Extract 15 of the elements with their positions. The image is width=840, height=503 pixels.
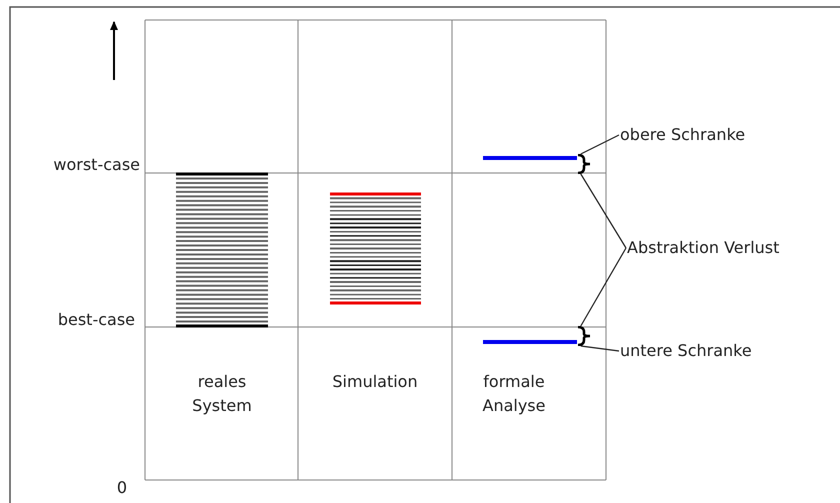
column-label: reales System — [191, 371, 253, 417]
leader-line — [580, 248, 627, 326]
axis-label: worst-case — [52, 154, 140, 176]
callout-text: untere Schranke — [620, 339, 752, 363]
curly-brace — [576, 326, 592, 346]
axis-label: best-case — [56, 309, 135, 331]
callout-text: obere Schranke — [620, 123, 746, 147]
leader-line — [580, 174, 627, 248]
callout-text: Abstraktion Verlust — [627, 236, 780, 260]
curly-brace — [576, 154, 592, 174]
axis-label: 0 — [116, 477, 128, 499]
leader-line — [580, 345, 620, 352]
column-label: Simulation — [331, 371, 419, 393]
leader-line — [580, 134, 620, 155]
column-label: formale Analyse — [482, 371, 546, 417]
